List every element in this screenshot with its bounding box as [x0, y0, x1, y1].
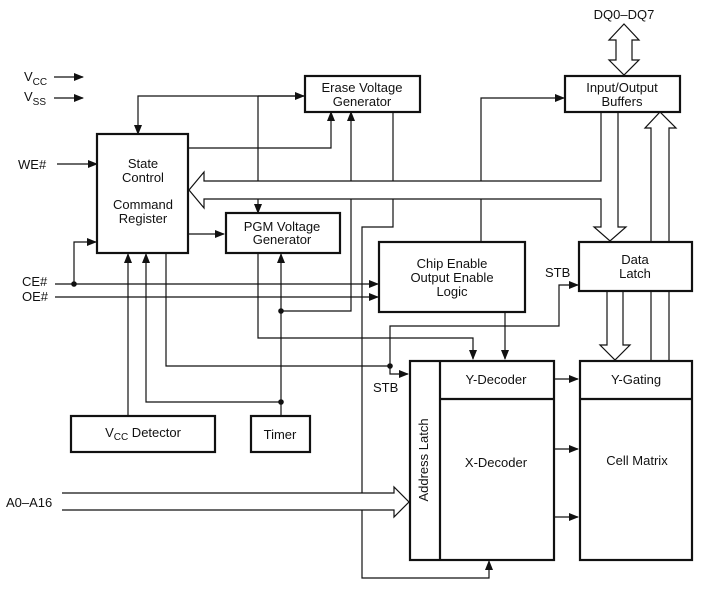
wires — [54, 73, 579, 579]
address-label: A0–A16 — [6, 495, 52, 510]
block-label: State — [128, 156, 158, 171]
block-label: Data — [621, 252, 649, 267]
data-label: DQ0–DQ7 — [594, 7, 655, 22]
junction-dot — [71, 281, 77, 287]
block-label: Logic — [436, 284, 468, 299]
block-label: Chip Enable — [417, 256, 488, 271]
block-outline — [377, 240, 527, 314]
ce-label: CE# — [22, 274, 48, 289]
io-buffers: Input/Output Buffers — [563, 74, 682, 114]
state-to-stb-wire — [165, 253, 390, 367]
data-bus-arrow — [607, 23, 641, 76]
label-main: V — [24, 89, 33, 104]
latch-to-ygating-bus — [598, 291, 632, 361]
block-outline — [303, 74, 422, 114]
buses — [62, 23, 678, 519]
block-outline — [577, 240, 694, 293]
address-bus-arrow — [62, 485, 410, 519]
block-outline — [408, 359, 556, 562]
block-label: Generator — [333, 94, 392, 109]
block-outline — [69, 414, 217, 454]
state-to-erase-wire — [188, 111, 335, 149]
state-control-command-register: State Control Command Register — [95, 132, 190, 255]
block-label: Latch — [619, 266, 651, 281]
block-label: Command — [113, 197, 173, 212]
block-label: Timer — [264, 427, 297, 442]
y-decoder-label: Y-Decoder — [466, 372, 528, 387]
stb-address-label: STB — [373, 380, 398, 395]
chip-enable-output-enable-logic: Chip Enable Output Enable Logic — [377, 240, 527, 314]
block-label: PGM Voltage — [244, 219, 321, 234]
cell-matrix-label: Cell Matrix — [606, 453, 668, 468]
address-latch-label: Address Latch — [416, 418, 431, 501]
latch-to-io-bus — [643, 111, 678, 360]
block-label: Input/Output — [586, 80, 658, 95]
we-label: WE# — [18, 157, 47, 172]
label-subscript: CC — [114, 432, 128, 443]
label-rest: Detector — [128, 425, 181, 440]
block-outline — [224, 211, 342, 255]
vcc-detector: VCC Detector — [69, 414, 217, 454]
pgm-to-ydecoder-wire — [257, 253, 477, 360]
vss-label: VSS — [24, 89, 46, 108]
label-main: V — [105, 425, 114, 440]
ce-to-state-wire — [73, 238, 97, 284]
block-label: VCC Detector — [105, 425, 182, 443]
pgm-voltage-generator: PGM Voltage Generator — [224, 211, 342, 255]
signal-labels: VCC VSS WE# CE# OE# A0–A16 DQ0–DQ7 STB S… — [6, 7, 654, 510]
junction-dot — [278, 308, 284, 314]
x-decoder-label: X-Decoder — [465, 455, 528, 470]
erase-to-state-wire — [134, 95, 305, 135]
block-label: Control — [122, 170, 164, 185]
block-outline — [95, 132, 190, 255]
data-latch: Data Latch — [577, 240, 694, 293]
erase-voltage-generator: Erase Voltage Generator — [303, 74, 422, 114]
cell-matrix-block: Y-Gating Cell Matrix — [578, 359, 694, 562]
stb-data-label: STB — [545, 265, 570, 280]
oe-label: OE# — [22, 289, 49, 304]
junction-dot — [278, 399, 284, 405]
label-subscript: CC — [33, 77, 47, 88]
timer-to-state-wire — [142, 253, 281, 403]
timer: Timer — [249, 414, 312, 454]
block-outline — [578, 359, 694, 562]
block-label: Buffers — [602, 94, 643, 109]
vcc-label: VCC — [24, 69, 47, 88]
label-main: V — [24, 69, 33, 84]
block-label: Erase Voltage — [322, 80, 403, 95]
timer-to-erase-wire — [281, 111, 355, 312]
stb-data-wire — [389, 281, 579, 366]
block-outline — [563, 74, 682, 114]
label-subscript: SS — [33, 97, 47, 108]
block-label: Output Enable — [410, 270, 493, 285]
junction-dot — [387, 363, 393, 369]
block-label: Generator — [253, 232, 312, 247]
stb-address-wire — [389, 366, 409, 378]
address-latch-decoders: Address Latch Y-Decoder X-Decoder — [408, 359, 556, 562]
ce-to-io-wire — [480, 94, 565, 242]
block-outline — [249, 414, 312, 454]
internal-bus-arrow — [188, 112, 628, 242]
y-gating-label: Y-Gating — [611, 372, 661, 387]
block-label: Register — [119, 211, 168, 226]
erase-to-xdecoder-wire — [361, 112, 493, 579]
